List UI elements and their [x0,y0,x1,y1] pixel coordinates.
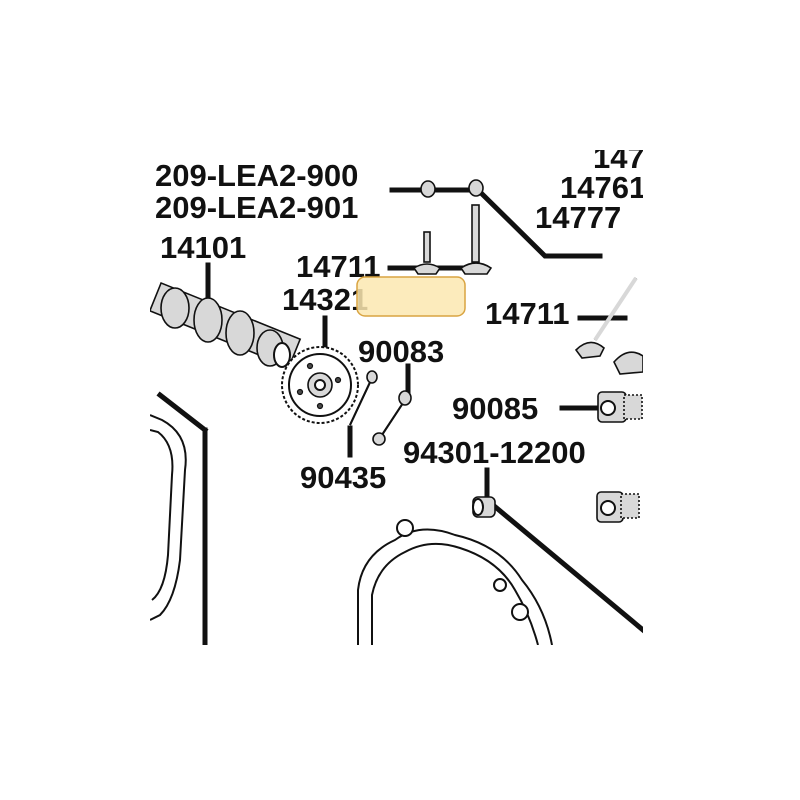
label-209-lea2-901: 209-LEA2-901 [155,190,358,225]
camshaft-icon [150,281,302,369]
label-14321: 14321 [282,282,368,317]
label-90083: 90083 [358,334,444,369]
dowel-pin-icon [472,496,496,518]
label-147: 147 [593,140,645,175]
label-90085: 90085 [452,391,538,426]
label-14761: 14761 [560,170,646,205]
bolt-icon [349,370,412,446]
label-14711-right: 14711 [485,296,570,331]
plug-icon [596,391,643,523]
cover-icon [150,414,187,621]
label-94301-12200: 94301-12200 [403,435,586,470]
cam-sprocket-icon [281,346,359,424]
valve-pair-icon [412,204,493,275]
valve-right-icon [574,276,643,375]
leader-line-cover [156,391,209,434]
label-209-lea2-900: 209-LEA2-900 [155,158,358,193]
label-90435: 90435 [300,460,386,495]
part-labels: 209-LEA2-900 209-LEA2-901 14101 14711 14… [155,140,646,495]
valve-shim-icon [420,179,484,198]
highlight-box[interactable] [356,276,466,317]
head-gasket-icon [357,519,553,645]
label-14101: 14101 [160,230,246,265]
label-14777: 14777 [535,200,621,235]
